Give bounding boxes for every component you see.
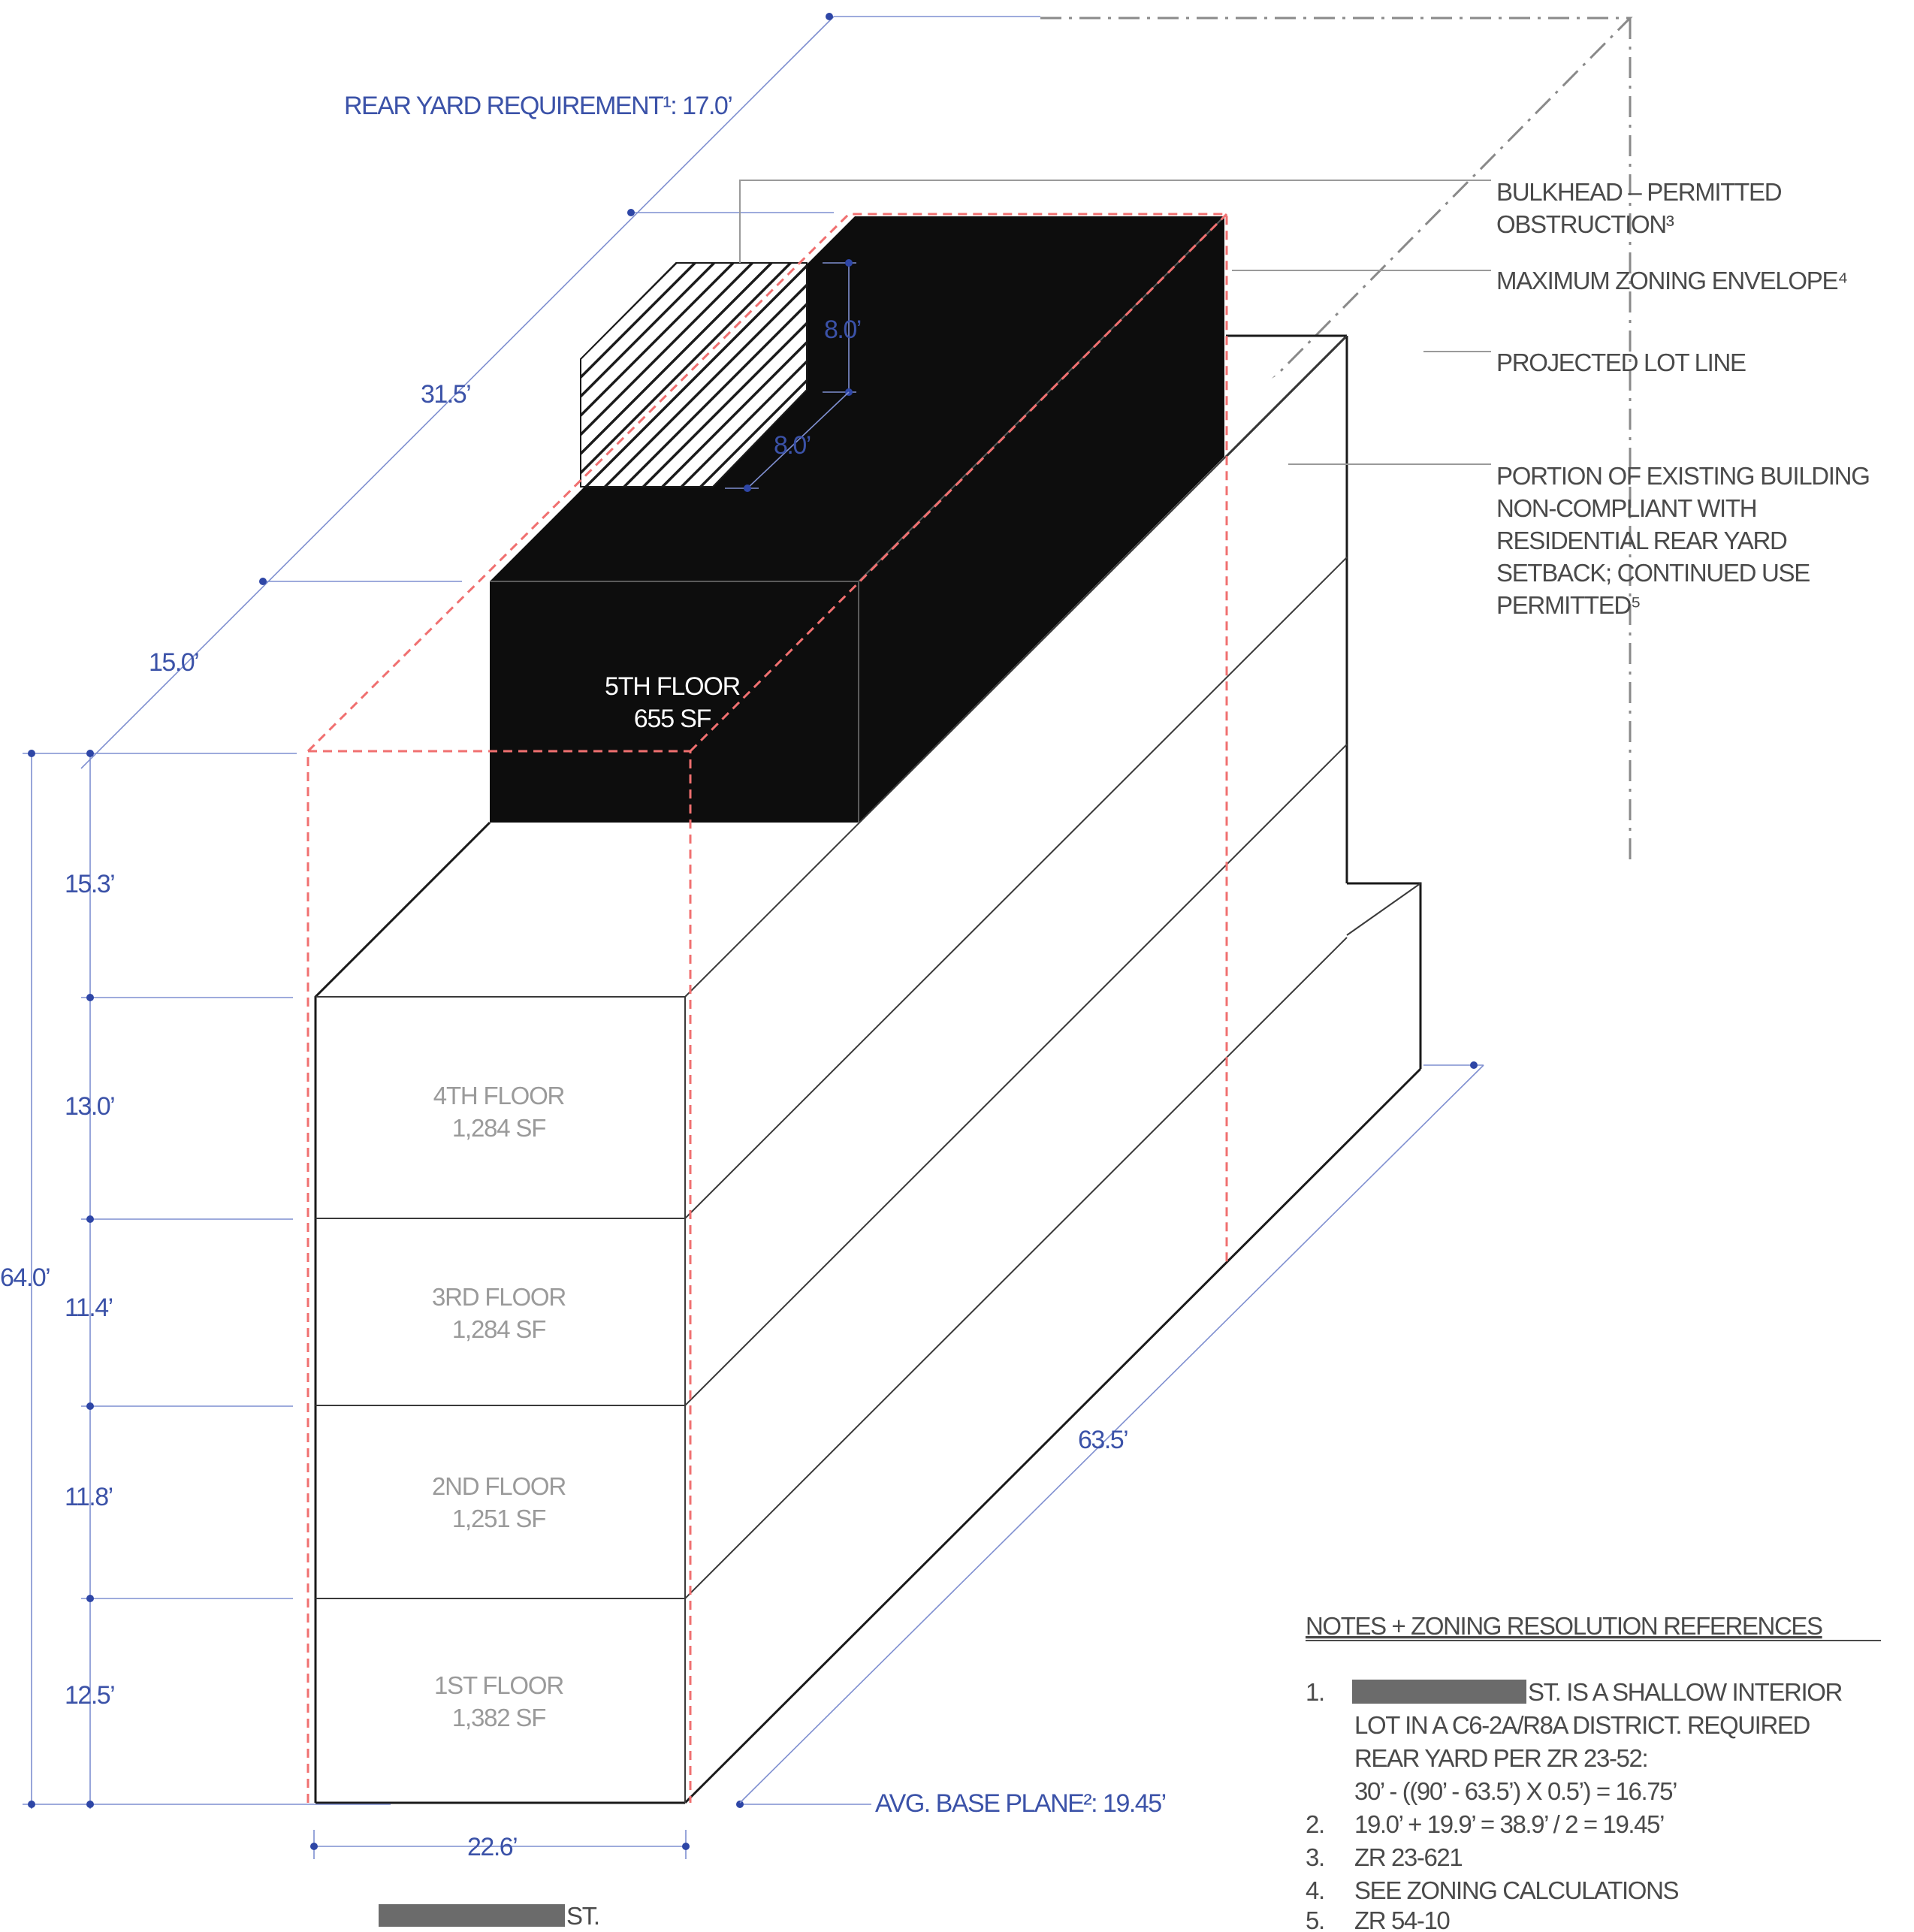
fourth-floor-name: 4TH FLOOR <box>433 1082 565 1109</box>
floor-height-label: 11.4’ <box>65 1294 113 1322</box>
redacted-street-name <box>1352 1680 1526 1704</box>
existing-callout-line: RESIDENTIAL REAR YARD <box>1496 527 1787 554</box>
note-number: 1. <box>1306 1678 1324 1706</box>
existing-callout-line: SETBACK; CONTINUED USE <box>1496 559 1810 587</box>
dimension-tick <box>259 578 267 585</box>
dimension-tick <box>627 209 635 216</box>
dimension-tick <box>845 259 853 267</box>
dimension-tick <box>682 1843 690 1850</box>
third-floor-name: 3RD FLOOR <box>432 1283 566 1311</box>
dimension-tick <box>28 1801 35 1808</box>
bulkhead-volume <box>580 262 808 488</box>
dimension-tick <box>86 1215 94 1223</box>
projected-lot-line <box>1040 17 1633 864</box>
note-line: ZR 23-621 <box>1354 1843 1462 1871</box>
notes-block: NOTES + ZONING RESOLUTION REFERENCES 1. … <box>1306 1612 1881 1932</box>
existing-callout-line: PERMITTED⁵ <box>1496 591 1640 619</box>
dimension-tick <box>736 1801 744 1808</box>
note-number: 5. <box>1306 1906 1324 1932</box>
note-number: 3. <box>1306 1843 1324 1871</box>
existing-callout-line: NON-COMPLIANT WITH <box>1496 494 1756 522</box>
note-number: 4. <box>1306 1876 1324 1904</box>
dimension-tick <box>1470 1061 1478 1069</box>
second-floor-name: 2ND FLOOR <box>432 1472 566 1500</box>
depth-upper-label: 31.5’ <box>421 380 470 409</box>
note-line: ST. IS A SHALLOW INTERIOR <box>1528 1678 1843 1706</box>
notes-title: NOTES + ZONING RESOLUTION REFERENCES <box>1306 1612 1822 1640</box>
maximum-zoning-envelope <box>306 213 1228 1803</box>
dimension-lines <box>23 13 1484 1859</box>
rear-yard-label: REAR YARD REQUIREMENT¹: 17.0’ <box>344 92 732 120</box>
fifth-floor-name: 5TH FLOOR <box>605 672 740 701</box>
bulkhead-depth-label: 8.0’ <box>774 431 811 460</box>
dimension-tick <box>86 1801 94 1808</box>
base-plane-label: AVG. BASE PLANE²: 19.45’ <box>875 1789 1166 1818</box>
depth-front-label: 15.0’ <box>149 648 198 677</box>
floor-height-label: 12.5’ <box>65 1681 114 1710</box>
floor-height-label: 11.8’ <box>65 1483 113 1511</box>
note-line: 19.0’ + 19.9’ = 38.9’ / 2 = 19.45’ <box>1354 1810 1664 1838</box>
dimension-tick <box>310 1843 318 1850</box>
dimension-tick <box>826 13 833 20</box>
bulkhead-callout-line: BULKHEAD – PERMITTED <box>1496 178 1782 206</box>
dimension-tick <box>86 1595 94 1602</box>
street-suffix: ST. <box>566 1902 599 1930</box>
lot-depth-label: 63.5’ <box>1078 1426 1128 1454</box>
note-line: ZR 54-10 <box>1354 1906 1450 1932</box>
width-label: 22.6’ <box>467 1833 517 1861</box>
first-floor-area: 1,382 SF <box>452 1704 545 1731</box>
dimension-tick <box>744 485 751 492</box>
note-line: 30’ - ((90’ - 63.5’) X 0.5’) = 16.75’ <box>1354 1777 1677 1805</box>
first-floor-name: 1ST FLOOR <box>434 1671 563 1699</box>
callout-labels: BULKHEAD – PERMITTED OBSTRUCTION³ MAXIMU… <box>1496 178 1870 619</box>
fifth-floor-area: 655 SF <box>634 705 711 733</box>
total-height-label: 64.0’ <box>0 1263 50 1292</box>
floor-height-label: 15.3’ <box>65 870 114 898</box>
dimension-tick <box>86 994 94 1001</box>
note-line: LOT IN A C6-2A/R8A DISTRICT. REQUIRED <box>1354 1711 1810 1739</box>
envelope-callout: MAXIMUM ZONING ENVELOPE⁴ <box>1496 267 1847 294</box>
second-floor-area: 1,251 SF <box>452 1505 545 1532</box>
note-line: REAR YARD PER ZR 23-52: <box>1354 1744 1647 1772</box>
bulkhead-height-label: 8.0’ <box>824 315 861 344</box>
floor-height-label: 13.0’ <box>65 1092 114 1121</box>
lot-line-callout: PROJECTED LOT LINE <box>1496 349 1746 376</box>
dimension-tick <box>86 1402 94 1410</box>
redacted-street-name <box>379 1904 565 1927</box>
dimension-labels: REAR YARD REQUIREMENT¹: 17.0’ 31.5’ 15.0… <box>0 92 1167 1861</box>
note-line: SEE ZONING CALCULATIONS <box>1354 1876 1678 1904</box>
street-label: ST. <box>379 1902 600 1930</box>
existing-callout-line: PORTION OF EXISTING BUILDING <box>1496 462 1870 490</box>
callout-leaders <box>739 180 1491 465</box>
dimension-tick <box>86 750 94 757</box>
fourth-floor-area: 1,284 SF <box>452 1114 545 1142</box>
note-number: 2. <box>1306 1810 1324 1838</box>
floor-labels: 5TH FLOOR 655 SF 4TH FLOOR 1,284 SF 3RD … <box>432 672 741 1731</box>
bulkhead-callout-line: OBSTRUCTION³ <box>1496 210 1674 238</box>
third-floor-area: 1,284 SF <box>452 1315 545 1343</box>
dimension-tick <box>28 750 35 757</box>
